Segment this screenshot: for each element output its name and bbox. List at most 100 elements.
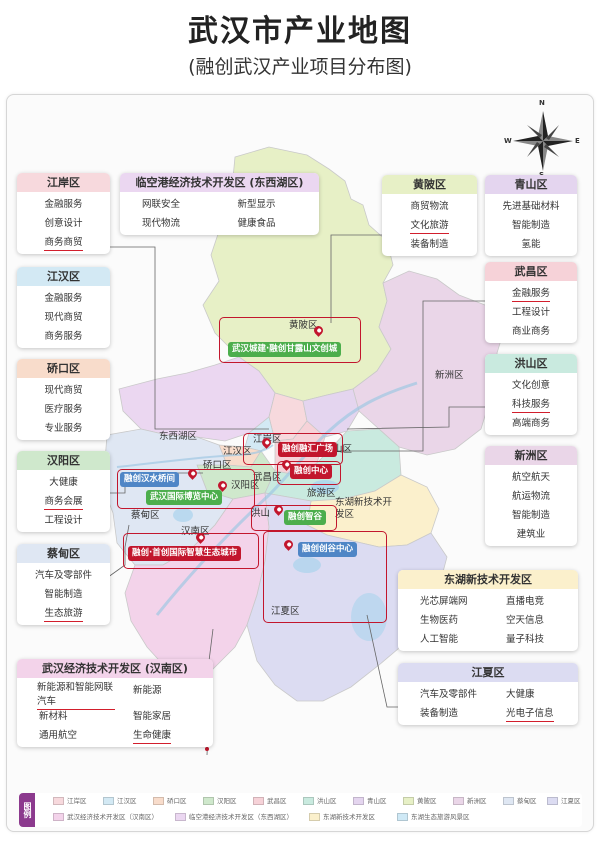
- card-title: 汉阳区: [17, 451, 110, 470]
- industry-item: 金融服务: [44, 293, 83, 304]
- industry-item: 医疗服务: [44, 404, 83, 415]
- project-shouchuang-label: 融创·首创国际智慧生态城市: [128, 546, 242, 561]
- industry-item: 先进基础材料: [502, 201, 560, 212]
- card-title: 江岸区: [17, 173, 110, 192]
- compass-w: W: [504, 137, 512, 145]
- project-hanshui-label: 融创汉水桥间: [120, 472, 180, 487]
- industry-item: 文化旅游: [382, 216, 477, 235]
- legend-item: 江夏区: [547, 797, 581, 806]
- card-title: 武昌区: [485, 262, 577, 281]
- industry-item: 空天信息: [506, 615, 545, 626]
- compass-e: E: [575, 137, 580, 145]
- location-pin-icon: [194, 531, 207, 544]
- label-hanyang: 汉阳区: [231, 480, 260, 491]
- card-jianghan: 江汉区 金融服务 现代商贸 商务服务: [17, 267, 110, 348]
- industry-item: 工程设计: [511, 307, 550, 318]
- industry-item: 新能源: [133, 685, 162, 696]
- label-qiaokou: 硚口区: [203, 460, 232, 471]
- industry-item: 金融服务: [44, 199, 83, 210]
- industry-item: 智能制造: [511, 510, 550, 521]
- legend-item: 东湖新技术开发区: [309, 813, 375, 822]
- industry-item: 现代商贸: [44, 385, 83, 396]
- project-ganlushan-label: 武汉城建·融创甘露山文创城: [228, 342, 342, 357]
- legend-item: 青山区: [353, 797, 387, 806]
- card-jiangxia: 江夏区 汽车及零部件 大健康 装备制造 光电子信息: [398, 663, 578, 725]
- location-pin-icon: [312, 324, 325, 337]
- map-legend: 图例 江岸区 江汉区 硚口区 汉阳区 武昌区 洪山区 青山区 黄陂区 新洲区 蔡…: [19, 793, 582, 827]
- industry-item: 直播电竞: [506, 596, 545, 607]
- legend-tag: 图例: [19, 793, 35, 827]
- page-subtitle: (融创武汉产业项目分布图): [188, 56, 412, 78]
- project-ronghui-label: 融创融汇广场: [278, 442, 338, 457]
- legend-item: 蔡甸区: [503, 797, 537, 806]
- legend-item: 硚口区: [153, 797, 187, 806]
- project-chuanggu-box[interactable]: 融创创谷中心: [263, 531, 387, 623]
- industry-item: 汽车及零部件: [420, 689, 478, 700]
- page-title: 武汉市产业地图: [188, 14, 412, 49]
- industry-item: 金融服务: [485, 284, 577, 303]
- industry-item: 量子科技: [506, 634, 545, 645]
- card-title: 黄陂区: [382, 175, 477, 194]
- label-dongxihu: 东西湖区: [159, 431, 198, 442]
- card-title: 洪山区: [485, 354, 577, 373]
- location-pin-icon: [282, 538, 295, 551]
- card-jiangan: 江岸区 金融服务 创意设计 商务商贸: [17, 173, 110, 254]
- project-expo-label: 武汉国际博览中心: [146, 490, 223, 505]
- industry-item: 科技服务: [485, 395, 577, 414]
- card-title: 东湖新技术开发区: [398, 570, 578, 589]
- card-wuhanjk: 武汉经济技术开发区 (汉南区) 新能源和智能网联汽车 新能源 新材料 智能家居 …: [17, 659, 213, 747]
- legend-item: 新洲区: [453, 797, 487, 806]
- industry-item: 航空航天: [511, 472, 550, 483]
- card-hanyang: 汉阳区 大健康 商务会展 工程设计: [17, 451, 110, 532]
- label-donghu: 东湖新技术开发区: [335, 497, 393, 520]
- district-map: [83, 111, 573, 756]
- industry-item: 航运物流: [511, 491, 550, 502]
- industry-item: 大健康: [49, 477, 78, 488]
- project-ganlushan-box[interactable]: 武汉城建·融创甘露山文创城: [219, 317, 361, 363]
- card-qingshan: 青山区 先进基础材料 智能制造 氢能: [485, 175, 577, 256]
- industry-item: 网联安全: [142, 199, 181, 210]
- industry-item: 商务服务: [44, 331, 83, 342]
- card-qiaokou: 硚口区 现代商贸 医疗服务 专业服务: [17, 359, 110, 440]
- card-title: 武汉经济技术开发区 (汉南区): [17, 659, 213, 678]
- card-linkong: 临空港经济技术开发区 (东西湖区) 网联安全 新型显示 现代物流 健康食品: [120, 173, 319, 235]
- industry-item: 智能制造: [44, 589, 83, 600]
- project-chuanggu-label: 融创创谷中心: [298, 542, 358, 557]
- industry-item: 文化创意: [511, 380, 550, 391]
- industry-item: 光芯屏端网: [420, 596, 468, 607]
- industry-item: 生命健康: [115, 726, 207, 745]
- industry-item: 光电子信息: [488, 704, 572, 723]
- project-hanshui-box[interactable]: 融创汉水桥间 武汉国际博览中心: [117, 467, 255, 509]
- project-center-box[interactable]: 融创中心: [277, 458, 341, 485]
- card-caidian: 蔡甸区 汽车及零部件 智能制造 生态旅游: [17, 544, 110, 625]
- industry-item: 专业服务: [44, 423, 83, 434]
- industry-item: 创意设计: [44, 218, 83, 229]
- project-shouchuang-box[interactable]: 融创·首创国际智慧生态城市: [123, 531, 259, 569]
- location-pin-icon: [272, 503, 285, 516]
- card-title: 新洲区: [485, 446, 577, 465]
- project-center-label: 融创中心: [290, 464, 333, 479]
- card-wuchang: 武昌区 金融服务 工程设计 商业商务: [485, 262, 577, 343]
- industry-item: 新能源和智能网联汽车: [23, 681, 115, 710]
- district-xinzhou: [352, 270, 506, 456]
- location-pin-icon: [260, 436, 273, 449]
- industry-item: 工程设计: [44, 515, 83, 526]
- industry-item: 通用航空: [39, 730, 78, 741]
- card-title: 江夏区: [398, 663, 578, 682]
- label-xinzhou: 新洲区: [435, 370, 464, 381]
- industry-item: 现代物流: [142, 218, 181, 229]
- label-lvyouqu: 旅游区: [307, 488, 336, 499]
- industry-item: 装备制造: [410, 239, 449, 250]
- lake-tangxun: [293, 557, 321, 573]
- legend-item: 东湖生态旅游风景区: [397, 813, 470, 822]
- industry-item: 装备制造: [420, 708, 459, 719]
- industry-item: 商务商贸: [17, 233, 110, 252]
- project-zhigu-label: 融创智谷: [284, 510, 327, 525]
- industry-item: 商业商务: [511, 326, 550, 337]
- industry-item: 商务会展: [17, 492, 110, 511]
- project-zhigu-box[interactable]: 融创智谷: [251, 503, 337, 531]
- industry-item: 建筑业: [516, 529, 546, 540]
- industry-item: 人工智能: [420, 634, 459, 645]
- label-wuchang: 武昌区: [253, 472, 282, 483]
- label-caidian: 蔡甸区: [131, 510, 160, 521]
